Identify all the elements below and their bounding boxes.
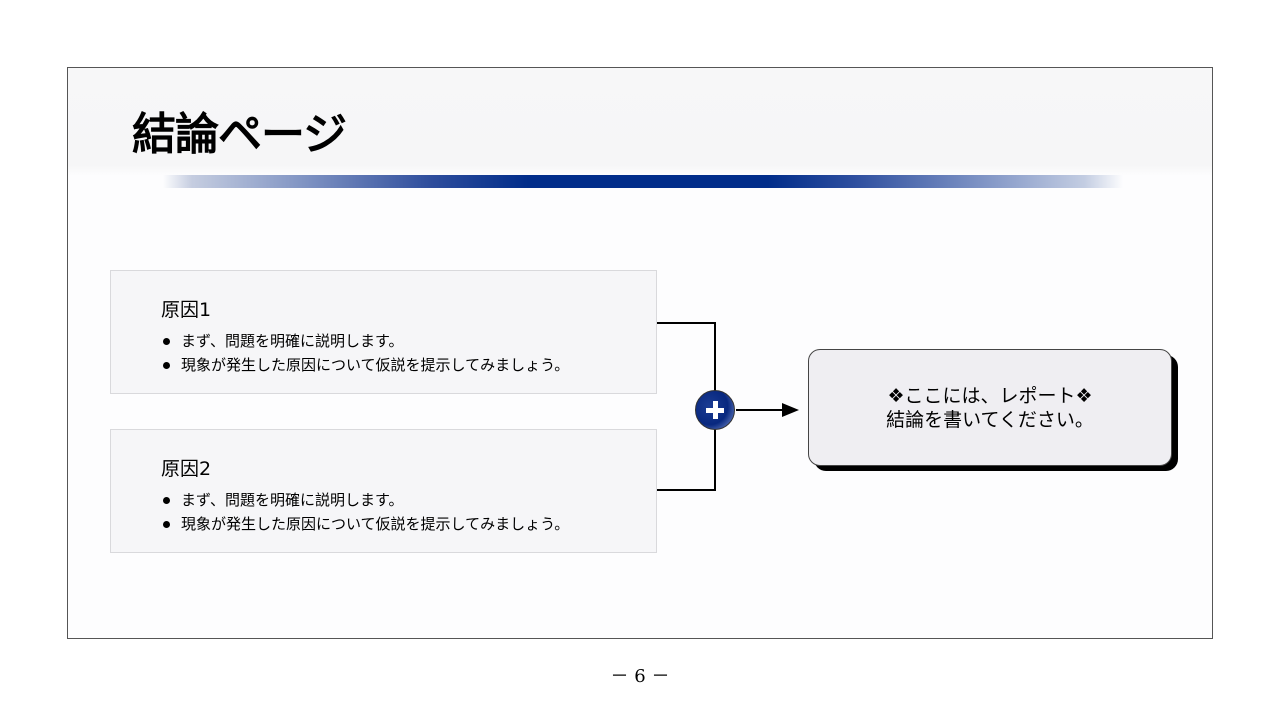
cause-box-1: 原因1 まず、問題を明確に説明します。 現象が発生した原因について仮説を提示して…: [110, 270, 657, 394]
bullet-icon: [163, 362, 170, 369]
title-underline-bar: [163, 175, 1123, 188]
header-band: [68, 68, 1212, 176]
bullet-text: 現象が発生した原因について仮説を提示してみましょう。: [181, 515, 570, 533]
connector-line-bottom-vertical: [714, 428, 716, 491]
connector-line-bottom: [657, 489, 716, 491]
conclusion-line-1: ❖ここには、レポート❖: [887, 384, 1093, 407]
arrow-right-icon: [782, 403, 799, 417]
bullet-item: まず、問題を明確に説明します。: [163, 329, 569, 353]
page-title: 結論ページ: [132, 109, 347, 160]
bullet-text: 現象が発生した原因について仮説を提示してみましょう。: [181, 356, 570, 374]
cause-bullet-list: まず、問題を明確に説明します。 現象が発生した原因について仮説を提示してみましょ…: [163, 329, 569, 377]
arrow-line: [736, 409, 786, 411]
connector-line-top: [657, 322, 716, 324]
bullet-item: 現象が発生した原因について仮説を提示してみましょう。: [163, 353, 569, 377]
bullet-text: まず、問題を明確に説明します。: [181, 491, 404, 509]
bullet-icon: [163, 497, 170, 504]
bullet-text: まず、問題を明確に説明します。: [181, 332, 404, 350]
conclusion-box: ❖ここには、レポート❖ 結論を書いてください。: [808, 349, 1172, 466]
cause-title: 原因1: [161, 299, 212, 321]
slide: 結論ページ 原因1 まず、問題を明確に説明します。 現象が発生した原因について仮…: [67, 67, 1213, 639]
bullet-item: 現象が発生した原因について仮説を提示してみましょう。: [163, 512, 569, 536]
cause-title: 原因2: [161, 458, 212, 480]
bullet-icon: [163, 338, 170, 345]
cause-box-2: 原因2 まず、問題を明確に説明します。 現象が発生した原因について仮説を提示して…: [110, 429, 657, 553]
bullet-item: まず、問題を明確に説明します。: [163, 488, 569, 512]
conclusion-line-2: 結論を書いてください。: [886, 408, 1094, 431]
page-number: － 6 －: [610, 666, 670, 687]
plus-circle-icon: [695, 390, 735, 430]
cause-bullet-list: まず、問題を明確に説明します。 現象が発生した原因について仮説を提示してみましょ…: [163, 488, 569, 536]
bullet-icon: [163, 521, 170, 528]
connector-line-top-vertical: [714, 322, 716, 392]
